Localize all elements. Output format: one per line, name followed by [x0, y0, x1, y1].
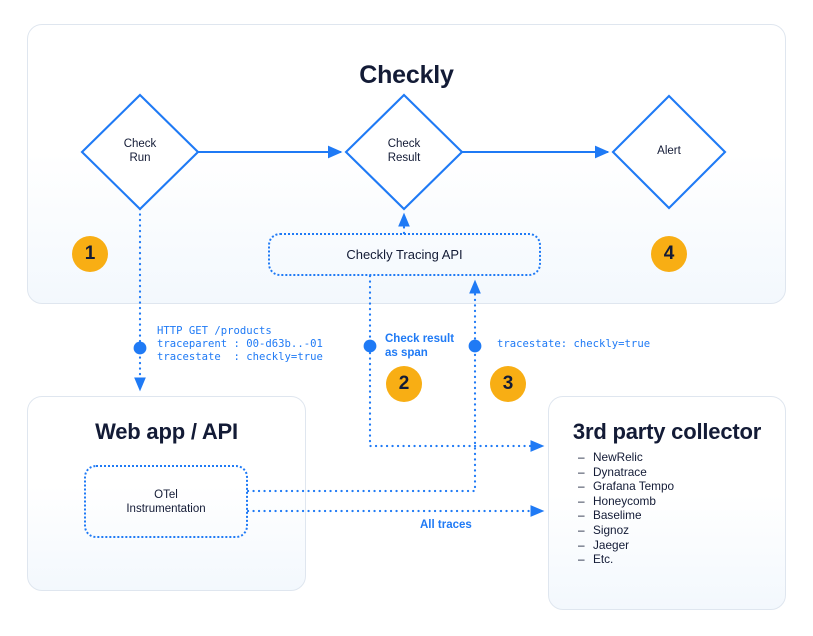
step-badge-4: 4	[651, 236, 687, 272]
collector-list-item: –Baselime	[578, 508, 674, 523]
list-bullet: –	[578, 552, 585, 567]
checkly-tracing-api-box[interactable]: Checkly Tracing API	[268, 233, 541, 276]
collector-list-item-label: Dynatrace	[593, 464, 647, 479]
annotation-all-traces: All traces	[420, 519, 472, 531]
connector-dot-1	[133, 341, 147, 355]
list-bullet: –	[578, 493, 585, 508]
collector-list-item-label: Etc.	[593, 552, 614, 567]
collector-list-item-label: Jaeger	[593, 537, 630, 552]
collector-list-item-label: Baselime	[593, 508, 642, 523]
list-bullet: –	[578, 522, 585, 537]
annotation-tracestate: tracestate: checkly=true	[497, 338, 651, 350]
step-badge-2: 2	[386, 366, 422, 402]
collector-panel: 3rd party collector	[548, 396, 786, 610]
collector-list-item-label: Grafana Tempo	[593, 479, 675, 494]
list-bullet: –	[578, 450, 585, 464]
collector-panel-title: 3rd party collector	[572, 419, 762, 444]
list-bullet: –	[578, 508, 585, 523]
step-badge-1: 1	[72, 236, 108, 272]
collector-list-item: –Grafana Tempo	[578, 479, 674, 494]
collector-list-item-label: NewRelic	[593, 450, 643, 464]
collector-item-list: –NewRelic–Dynatrace–Grafana Tempo–Honeyc…	[578, 450, 674, 567]
list-bullet: –	[578, 537, 585, 552]
checkly-panel-title: Checkly	[359, 61, 454, 89]
collector-list-item: –Honeycomb	[578, 494, 674, 509]
step-badge-3: 3	[490, 366, 526, 402]
collector-list-item: –Jaeger	[578, 538, 674, 553]
checkly-tracing-api-label: Checkly Tracing API	[346, 247, 463, 262]
list-bullet: –	[578, 464, 585, 479]
list-bullet: –	[578, 479, 585, 494]
collector-list-item: –NewRelic	[578, 450, 674, 465]
connector-dot-2	[363, 339, 377, 353]
collector-list-item: –Dynatrace	[578, 465, 674, 480]
connector-dot-3	[468, 339, 482, 353]
webapp-panel: Web app / API	[27, 396, 306, 591]
webapp-panel-title: Web app / API	[95, 419, 238, 444]
collector-list-item: –Etc.	[578, 552, 674, 567]
collector-list-item-label: Honeycomb	[593, 493, 656, 508]
collector-list-item: –Signoz	[578, 523, 674, 538]
collector-list-item-label: Signoz	[593, 522, 630, 537]
